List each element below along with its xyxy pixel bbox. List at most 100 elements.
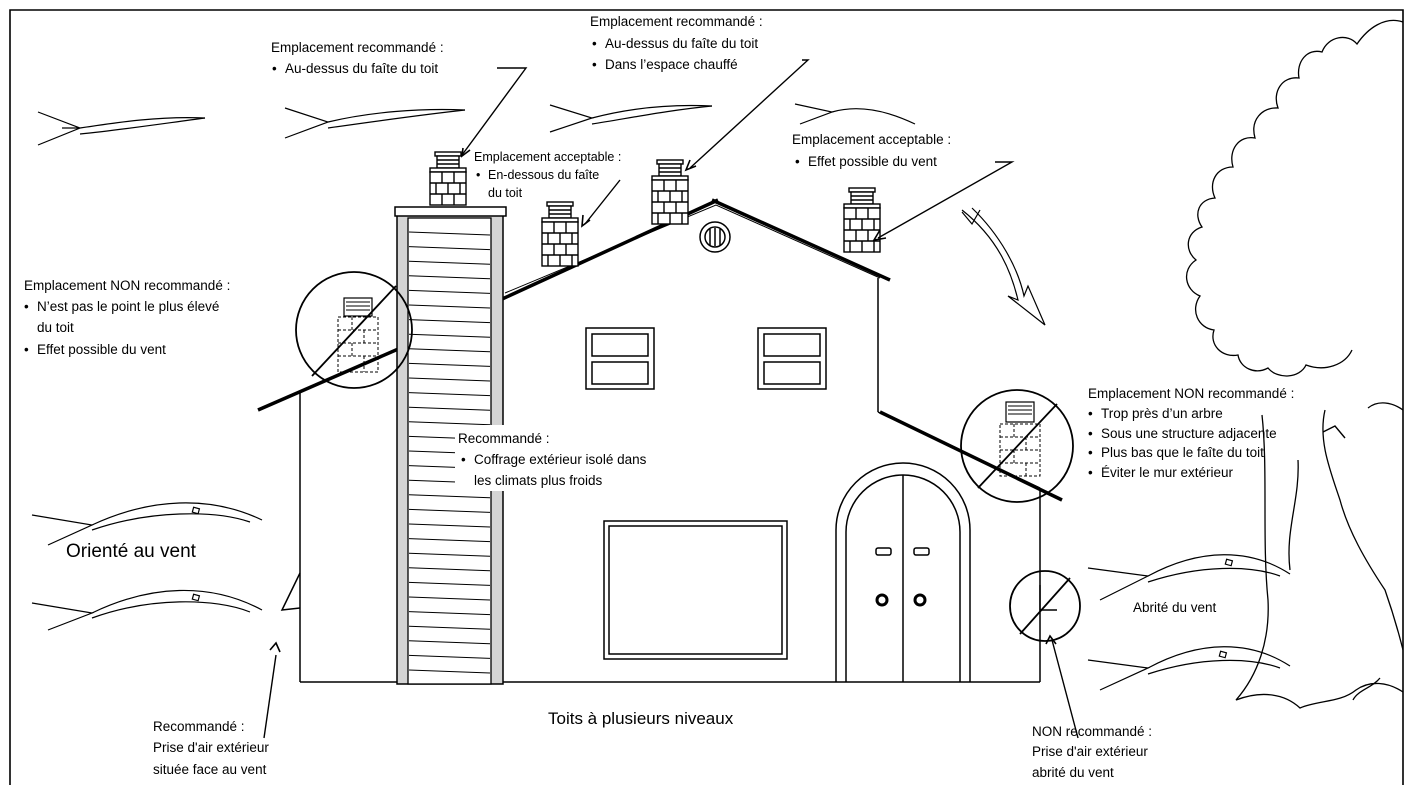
label-intake-windward: Recommandé : Prise d'air extérieur situé…: [153, 719, 269, 777]
not-recommended-intake: [1009, 570, 1081, 642]
chimney-chase: [394, 206, 507, 685]
wind-arrow-top-4: [794, 103, 916, 125]
label-heading: Emplacement recommandé :: [271, 40, 444, 55]
double-door: [835, 462, 971, 682]
label-line: Prise d'air extérieur: [153, 740, 269, 755]
label-line: les climats plus froids: [474, 473, 603, 488]
bullet: •: [272, 61, 277, 76]
chimney-ridge-center: [651, 159, 689, 225]
chimney-part: [437, 159, 459, 165]
bullet: •: [24, 299, 29, 314]
not-recommended-right: [960, 389, 1074, 503]
label-windward: Orienté au vent: [66, 541, 197, 562]
label-line: Au-dessus du faîte du toit: [605, 36, 758, 51]
label-rec-top-center: Emplacement recommandé : • Au-dessus du …: [590, 14, 763, 72]
label-multilevel: Toits à plusieurs niveaux: [548, 709, 734, 728]
chimney-part: [658, 163, 682, 177]
siding-slat: [408, 611, 491, 616]
not-recommended-left: [295, 271, 413, 389]
intake-windward: [280, 572, 301, 611]
siding-slat: [408, 289, 491, 294]
label-intake-sheltered: NON recommandé : Prise d'air extérieur a…: [1032, 724, 1152, 780]
label-rec-top-left: Emplacement recommandé : • Au-dessus du …: [271, 40, 444, 76]
chimney-part: [659, 167, 681, 173]
round-vent: [699, 221, 731, 253]
right-wing-inner: [877, 411, 1041, 489]
chimney-part: [850, 191, 874, 205]
siding-slat: [408, 523, 491, 528]
label-non-rec-left: Emplacement NON recommandé : • N’est pas…: [24, 278, 230, 357]
siding-slat: [408, 348, 491, 353]
label-line: NON recommandé :: [1032, 724, 1152, 739]
label-line: Dans l’espace chauffé: [605, 57, 738, 72]
wind-arrow-left-1: [31, 502, 263, 546]
siding-slat: [408, 246, 491, 251]
chimney-part: [542, 222, 578, 266]
siding-slat: [408, 625, 491, 630]
tree: [1186, 19, 1404, 709]
bullet: •: [592, 36, 597, 51]
chimney-part: [652, 180, 688, 224]
label-heading: Emplacement NON recommandé :: [1088, 386, 1294, 401]
main-roof-right: [711, 198, 891, 282]
wind-arrows-right: [1087, 554, 1291, 691]
chimney-part: [430, 172, 466, 205]
chimney-top-chase: [429, 151, 467, 206]
wind-arrow-top-3: [549, 104, 713, 133]
label-heading: Recommandé :: [458, 431, 550, 446]
wind-arrow-left-2: [31, 589, 263, 631]
siding-slat: [408, 654, 491, 659]
bullet: •: [24, 342, 29, 357]
siding-slat: [408, 406, 491, 411]
siding-slat: [408, 508, 491, 513]
chimney-part: [436, 155, 460, 169]
label-acc-wind: Emplacement acceptable : • Effet possibl…: [792, 132, 951, 169]
upper-window-left: [585, 327, 655, 390]
bullet: •: [1088, 465, 1093, 480]
label-line: Recommandé :: [153, 719, 245, 734]
label-background: [455, 425, 717, 491]
label-line: Trop près d’un arbre: [1101, 406, 1223, 421]
left-wing-roof: [257, 341, 413, 412]
chimney-part: [851, 195, 873, 201]
siding-slat: [408, 494, 491, 499]
label-heading: Emplacement acceptable :: [474, 150, 621, 164]
siding-slat: [408, 538, 491, 543]
wind-arrow-right-2: [1087, 646, 1291, 691]
siding-slat: [408, 392, 491, 397]
chimney-below-ridge: [541, 201, 579, 267]
label-line: Éviter le mur extérieur: [1101, 465, 1234, 480]
label-line: Effet possible du vent: [808, 154, 937, 169]
siding-slat: [408, 421, 491, 426]
siding-slat: [408, 552, 491, 557]
chase-siding: [408, 231, 491, 674]
wind-arrow-right-1: [1087, 554, 1291, 601]
bullet: •: [461, 452, 466, 467]
chimney-part: [548, 205, 572, 219]
label-line: Coffrage extérieur isolé dans: [474, 452, 647, 467]
bullet: •: [1088, 445, 1093, 460]
siding-slat: [408, 362, 491, 367]
label-acc-below-ridge: Emplacement acceptable : • En-dessous du…: [474, 150, 621, 200]
siding-slat: [408, 596, 491, 601]
wind-arrow-top-1: [37, 111, 206, 146]
siding-slat: [408, 231, 491, 236]
label-line: Sous une structure adjacente: [1101, 426, 1277, 441]
label-line: Plus bas que le faîte du toit: [1101, 445, 1264, 460]
label-heading: Emplacement acceptable :: [792, 132, 951, 147]
leader-lines: [263, 59, 1346, 739]
label-line: du toit: [488, 186, 523, 200]
siding-slat: [408, 377, 491, 382]
diagram-frame: [9, 9, 1404, 785]
label-line: du toit: [37, 320, 74, 335]
label-chase: Recommandé : • Coffrage extérieur isolé …: [455, 425, 717, 491]
label-heading: Emplacement recommandé :: [590, 14, 763, 29]
lower-window: [603, 520, 788, 660]
bullet: •: [795, 154, 800, 169]
siding-slat: [408, 304, 491, 309]
chimney-part: [844, 208, 880, 252]
label-line: Au-dessus du faîte du toit: [285, 61, 438, 76]
siding-slat: [408, 319, 491, 324]
wind-arrows-left: [31, 502, 263, 631]
